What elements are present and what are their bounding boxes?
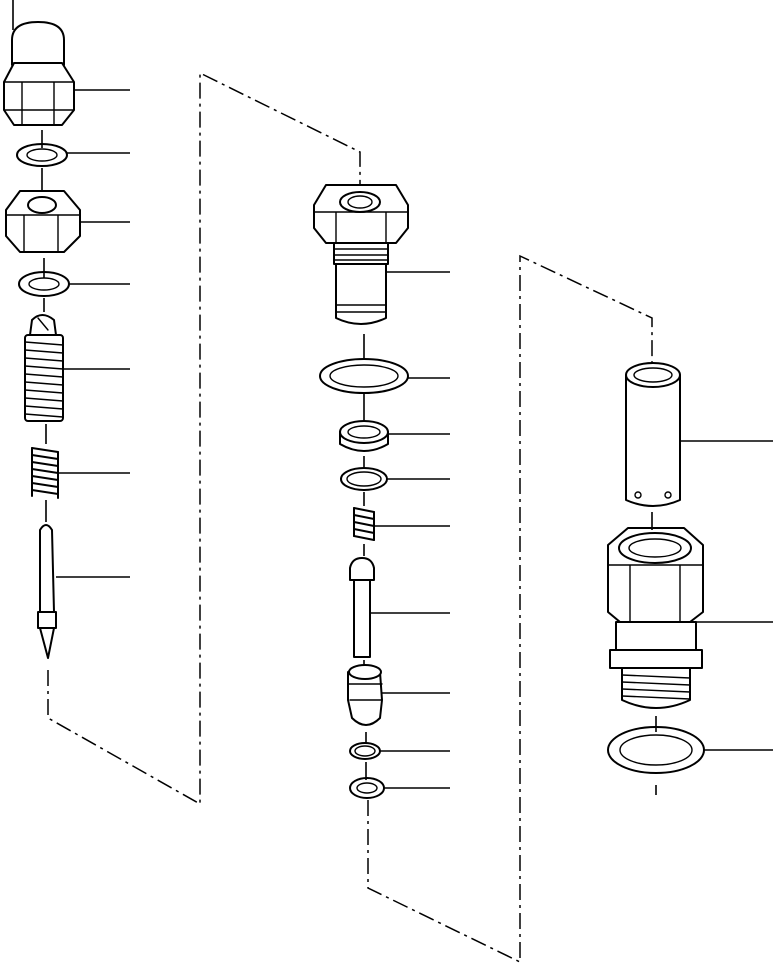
hex-lock-nut [5, 190, 81, 253]
assembly-centerlines [12, 0, 657, 964]
middle-column-parts [313, 184, 450, 799]
part-centerline-ticks [41, 130, 657, 780]
retainer-nut [607, 527, 704, 709]
valve-seat [347, 664, 383, 726]
small-spring [353, 507, 375, 541]
small-washer [349, 777, 385, 799]
push-rod [37, 524, 57, 659]
ring-bushing [339, 420, 389, 452]
right-column-parts [607, 362, 773, 774]
hex-fitting [313, 184, 409, 325]
thin-o-ring [340, 467, 388, 491]
coil-spring [31, 447, 59, 499]
washer-1 [16, 143, 68, 167]
valve-stem [349, 557, 375, 658]
adjusting-screw [24, 314, 64, 422]
left-column-parts [3, 21, 130, 659]
large-o-ring [319, 358, 409, 394]
large-washer [607, 726, 705, 774]
small-o-ring [349, 742, 381, 760]
sleeve-tube [625, 362, 681, 507]
acorn-cap-nut [3, 21, 75, 126]
